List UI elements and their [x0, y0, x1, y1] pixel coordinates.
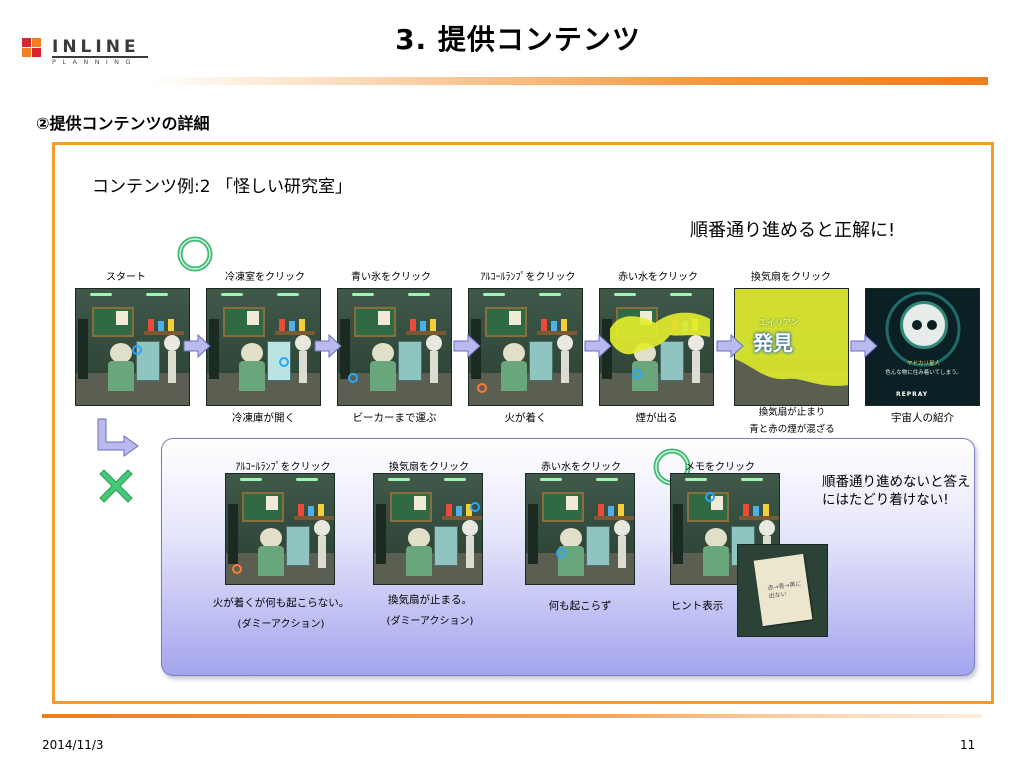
alien-glow [885, 291, 961, 367]
footer-date: 2014/11/3 [42, 738, 104, 752]
click-highlight-icon [348, 373, 358, 383]
logo-text: INLINE [52, 37, 140, 57]
arrow-right-icon [716, 334, 744, 358]
click-highlight-icon [132, 345, 142, 355]
scene-thumbnail-start[interactable] [75, 288, 190, 406]
caption-freezer-opens: 冷凍庫が開く [232, 412, 295, 424]
logo-subtext: PLANNING [52, 58, 137, 66]
scene-thumbnail-blue-ice[interactable] [337, 288, 452, 406]
click-highlight-icon [470, 502, 480, 512]
wrong-step-label-red-water: 赤い水をクリック [541, 462, 621, 473]
smoke-cloud [610, 312, 710, 355]
wrong-caption-nothing: 何も起こらず [548, 600, 612, 612]
logo-square-red [22, 38, 31, 47]
caption-smoke-rises: 煙が出る [635, 412, 678, 424]
wrong-step-label-fan: 換気扇をクリック [389, 462, 469, 473]
section-heading: ②提供コンテンツの詳細 [36, 114, 210, 133]
memo-text: 赤→青→黄に出ない [767, 580, 802, 601]
scene-thumbnail-alcohol-lamp[interactable] [468, 288, 583, 406]
wrong-scene-alcohol-lamp[interactable] [225, 473, 335, 585]
wrong-caption-dummy-1: (ダミーアクション) [237, 619, 325, 630]
wrong-caption-fan-stops: 換気扇が止まる。 [388, 594, 472, 606]
discover-small-text: エイリアン [759, 318, 799, 327]
title-divider-bar [150, 77, 988, 85]
step-label-freezer: 冷凍室をクリック [225, 272, 305, 283]
wrong-scene-red-water[interactable] [525, 473, 635, 585]
bent-arrow-icon [97, 418, 139, 457]
mixed-smoke-cloud [735, 289, 848, 405]
step-label-start: スタート [106, 272, 146, 283]
caption-carry-beaker: ビーカーまで運ぶ [352, 412, 437, 424]
logo-underline [52, 56, 148, 58]
arrow-right-icon [453, 334, 481, 358]
step-label-fan: 換気扇をクリック [751, 272, 831, 283]
arrow-right-icon [314, 334, 342, 358]
caption-fire-lit: 火が着く [504, 412, 547, 424]
alien-skull-icon [900, 301, 948, 349]
scene-thumbnail-fan[interactable]: エイリアン 発見 [734, 288, 849, 406]
caption-smoke-mix: 青と赤の煙が混ざる [749, 424, 835, 435]
wrong-caption-dummy-2: (ダミーアクション) [386, 616, 474, 627]
logo-square-orange-2 [22, 48, 31, 57]
caption-alien-intro: 宇宙人の紹介 [891, 412, 954, 424]
arrow-right-icon [584, 334, 612, 358]
flame-highlight-icon [232, 564, 242, 574]
click-highlight-icon [705, 492, 715, 502]
alien-title: ヤドカリ星人 [906, 361, 940, 367]
flame-highlight-icon [477, 383, 487, 393]
correct-order-note: 順番通り進めると正解に! [690, 220, 896, 241]
content-frame [52, 142, 994, 704]
click-highlight-icon [632, 369, 642, 379]
wrong-order-note: 順番通り進めないと答えにはたどり着けない! [822, 474, 971, 508]
step-label-red-water: 赤い水をクリック [618, 272, 698, 283]
discover-text: 発見 [753, 331, 793, 355]
hint-memo-popup[interactable]: 赤→青→黄に出ない [737, 544, 828, 637]
scene-thumbnail-red-water[interactable] [599, 288, 714, 406]
click-highlight-icon [556, 548, 566, 558]
brand-label: REPRAY [896, 391, 929, 398]
wrong-step-label-memo: メモをクリック [685, 462, 755, 473]
logo-square-orange [32, 38, 41, 47]
scene-thumbnail-freezer[interactable] [206, 288, 321, 406]
footer-divider [42, 714, 982, 718]
arrow-right-icon [183, 334, 211, 358]
wrong-step-label-alcohol-lamp: ｱﾙｺｰﾙﾗﾝﾌﾟをクリック [235, 462, 331, 473]
click-highlight-icon [279, 357, 289, 367]
example-title: コンテンツ例:2 「怪しい研究室」 [92, 177, 352, 197]
wrong-cross-icon [99, 469, 133, 503]
scene-thumbnail-alien[interactable]: ヤドカリ星人 色んな物に住み着いてしまう。 REPRAY [865, 288, 980, 406]
step-label-blue-ice: 青い氷をクリック [351, 272, 431, 283]
step-label-alcohol-lamp: ｱﾙｺｰﾙﾗﾝﾌﾟをクリック [480, 272, 576, 283]
wrong-scene-fan[interactable] [373, 473, 483, 585]
page-number: 11 [960, 738, 976, 752]
wrong-caption-hint: ヒント表示 [670, 600, 724, 612]
alien-description: 色んな物に住み着いてしまう。 [885, 370, 962, 376]
wrong-caption-fire-nothing: 火が着くが何も起こらない。 [212, 597, 350, 609]
logo-square-red-2 [32, 48, 41, 57]
memo-paper: 赤→青→黄に出ない [753, 553, 813, 627]
slide-title: 3. 提供コンテンツ [395, 23, 641, 56]
correct-circle-icon [177, 236, 213, 272]
arrow-right-icon [850, 334, 878, 358]
caption-fan-stops: 換気扇が止まり [758, 407, 826, 418]
